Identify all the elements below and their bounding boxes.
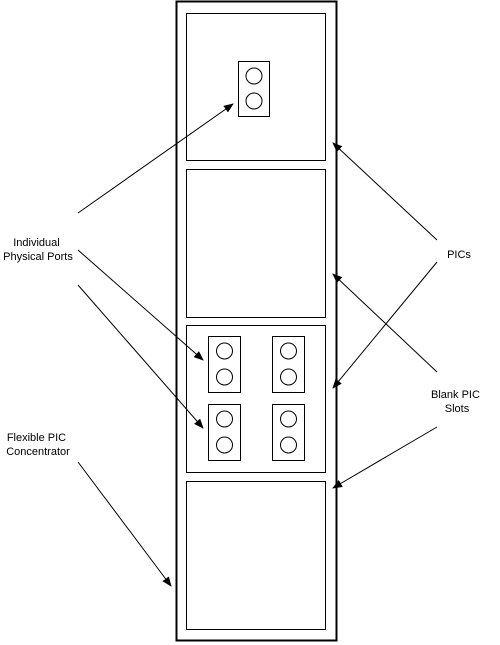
port-circle (216, 368, 233, 386)
label-individual-physical-ports: Individual Physical Ports (3, 237, 73, 263)
arrow-pics-to-slot-1 (332, 142, 438, 241)
port-circle (280, 342, 297, 360)
blank-pic-slot-2 (186, 481, 326, 630)
port-circle (280, 368, 297, 386)
label-line: Concentrator (6, 446, 70, 458)
label-line: Blank PIC (431, 389, 480, 401)
arrow-fpc-to-chassis (77, 461, 172, 587)
label-blank-pic-slots: Blank PIC Slots (431, 389, 483, 415)
port-module (208, 336, 241, 393)
arrow-blank-to-slot-4 (332, 426, 438, 489)
port-module (238, 61, 270, 117)
port-circle (280, 410, 297, 428)
port-circle (280, 436, 297, 454)
label-line: Individual (13, 237, 59, 249)
label-line: PICs (447, 249, 471, 261)
port-module (208, 404, 241, 461)
arrow-pics-to-slot-3 (332, 261, 438, 389)
label-line: Physical Ports (3, 251, 73, 263)
label-flexible-pic-concentrator: Flexible PIC Concentrator (6, 432, 70, 458)
port-circle (216, 410, 233, 428)
arrow-ports-to-top-pic (77, 103, 234, 214)
arrow-ports-to-module-upper (77, 249, 204, 361)
arrow-ports-to-module-lower (77, 284, 204, 429)
label-line: Flexible PIC (7, 432, 66, 444)
port-circle (245, 92, 263, 110)
label-line: Slots (445, 403, 470, 415)
port-module (272, 404, 305, 461)
pic-slot-1 (186, 13, 326, 161)
pic-slot-3 (186, 325, 326, 473)
arrow-blank-to-slot-2 (332, 273, 438, 373)
blank-pic-slot-1 (186, 169, 326, 318)
label-pics: PICs (447, 249, 471, 261)
port-module (272, 336, 305, 393)
port-circle (216, 342, 233, 360)
port-circle (245, 67, 263, 85)
port-circle (216, 436, 233, 454)
